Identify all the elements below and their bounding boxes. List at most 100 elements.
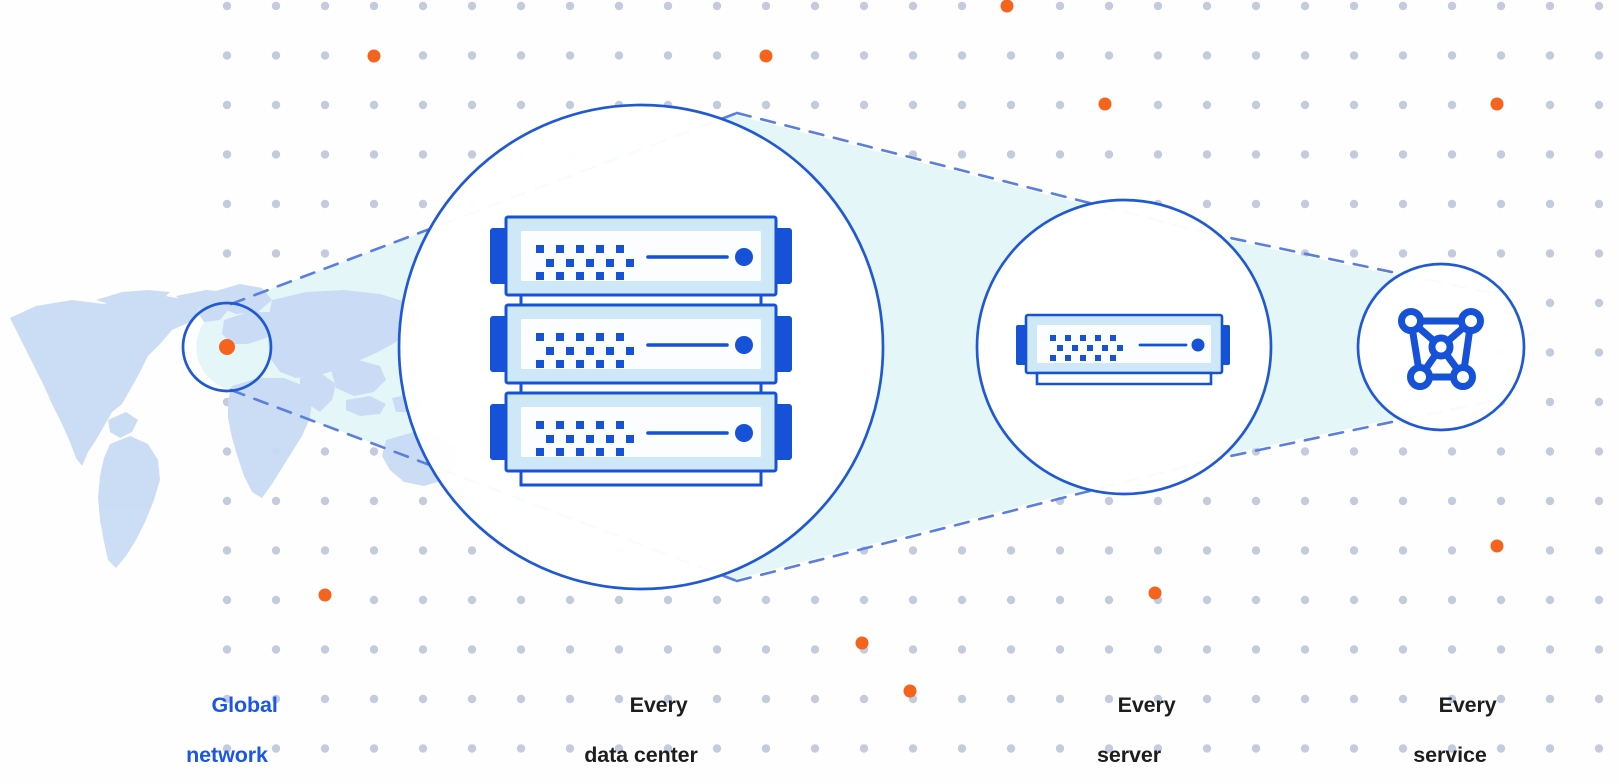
grid-dot (1349, 1, 1359, 11)
mesh-node-bottom-right (1450, 364, 1476, 390)
grid-dot (1398, 645, 1408, 654)
grid-dot (810, 100, 820, 110)
rack-unit-1-status-light (735, 248, 753, 266)
grid-dot (320, 546, 330, 555)
grid-dot (1594, 150, 1604, 159)
grid-dot (1496, 199, 1506, 209)
grid-dot (565, 694, 575, 704)
grid-dot (1594, 546, 1604, 555)
grid-dot (908, 595, 918, 605)
grid-dot (467, 150, 477, 159)
grid-dot (271, 1, 281, 11)
grid-dot (712, 51, 722, 60)
grid-dot (1496, 744, 1506, 753)
grid-dot (222, 249, 232, 258)
grid-dot (1153, 1, 1163, 11)
grid-dot (222, 744, 232, 753)
accent-dot (1098, 97, 1112, 111)
grid-dot (467, 645, 477, 654)
grid-dot (859, 51, 869, 60)
grid-dot (565, 100, 575, 110)
grid-dot (565, 51, 575, 60)
label-every-service: Every service (1350, 668, 1550, 782)
grid-dot (320, 496, 330, 506)
grid-dot (1349, 694, 1359, 704)
grid-dot (1055, 645, 1065, 654)
rack-unit-1-led-grid (536, 245, 634, 280)
grid-dot (957, 694, 967, 704)
grid-dot (1349, 51, 1359, 60)
grid-dot (1202, 645, 1212, 654)
grid-dot (810, 51, 820, 60)
grid-dot (761, 645, 771, 654)
grid-dot (712, 1, 722, 11)
grid-dot (957, 51, 967, 60)
grid-dot (810, 645, 820, 654)
grid-dot (1006, 546, 1016, 555)
grid-dot (418, 496, 428, 506)
rack-unit-2-led-grid (536, 333, 634, 368)
grid-dot (1447, 1, 1457, 11)
grid-dot (810, 595, 820, 605)
label-every-server: Every server (1029, 668, 1229, 782)
grid-dot (1104, 645, 1114, 654)
grid-dot (222, 51, 232, 60)
grid-dot (1153, 100, 1163, 110)
grid-dot (1398, 100, 1408, 110)
grid-dot (271, 744, 281, 753)
grid-dot (1545, 51, 1555, 60)
grid-dot (1349, 744, 1359, 753)
grid-dot (222, 595, 232, 605)
grid-dot (712, 595, 722, 605)
grid-dot (1447, 744, 1457, 753)
grid-dot (1300, 496, 1310, 506)
grid-dot (271, 595, 281, 605)
grid-dot (1006, 100, 1016, 110)
grid-dot (320, 249, 330, 258)
grid-dot (908, 51, 918, 60)
grid-dot (761, 100, 771, 110)
accent-dot (1148, 586, 1162, 600)
grid-dot (1300, 447, 1310, 456)
grid-dot (1251, 595, 1261, 605)
grid-dot (271, 496, 281, 506)
grid-dot (418, 546, 428, 555)
grid-dot (1398, 1, 1408, 11)
grid-dot (1447, 645, 1457, 654)
grid-dot (369, 694, 379, 704)
grid-dot (1545, 100, 1555, 110)
grid-dot (1545, 645, 1555, 654)
grid-dot (1398, 744, 1408, 753)
label-every-server-line2: server (1097, 743, 1161, 767)
grid-dot (467, 546, 477, 555)
grid-dot (1496, 51, 1506, 60)
rack-unit-3-status-light (735, 424, 753, 442)
grid-dot (222, 199, 232, 209)
grid-dot (1055, 1, 1065, 11)
single-server-led-grid (1050, 335, 1123, 361)
grid-dot (1545, 744, 1555, 753)
grid-dot (957, 100, 967, 110)
grid-dot (1104, 595, 1114, 605)
grid-dot (1349, 645, 1359, 654)
grid-dot (369, 546, 379, 555)
grid-dot (1447, 249, 1457, 258)
grid-dot (222, 645, 232, 654)
grid-dot (1055, 546, 1065, 555)
grid-dot (1349, 249, 1359, 258)
rack-unit-2-faceplate (521, 319, 761, 369)
grid-dot (1447, 447, 1457, 456)
grid-dot (1055, 595, 1065, 605)
grid-dot (418, 744, 428, 753)
grid-dot (908, 546, 918, 555)
grid-dot (222, 546, 232, 555)
grid-dot (957, 595, 967, 605)
grid-dot (1545, 546, 1555, 555)
grid-dot (1398, 447, 1408, 456)
grid-dot (320, 447, 330, 456)
grid-dot (1202, 496, 1212, 506)
grid-dot (418, 199, 428, 209)
grid-dot (418, 51, 428, 60)
grid-dot (565, 645, 575, 654)
